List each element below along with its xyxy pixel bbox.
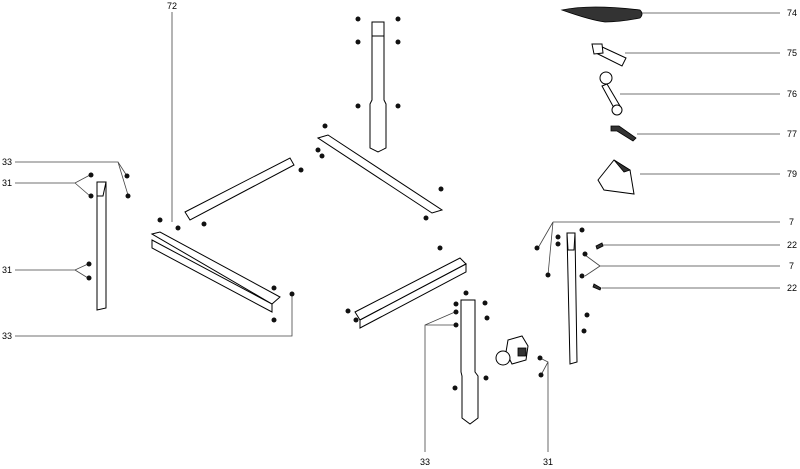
ring-wrench [599, 71, 623, 116]
callout-31-bottom: 31 [543, 457, 553, 467]
leg-right [566, 232, 578, 365]
callout-79: 79 [787, 169, 797, 179]
callout-7-lower: 7 [789, 261, 794, 271]
callout-72: 72 [167, 1, 177, 11]
callout-22-lower: 22 [787, 283, 797, 293]
float-trowel [560, 6, 643, 23]
rail-back-left [184, 157, 295, 221]
callout-77: 77 [787, 129, 797, 139]
open-wrench [591, 43, 627, 67]
hex-key [610, 125, 637, 142]
rail-front-left [150, 231, 281, 313]
leg-left [96, 181, 107, 311]
rail-front-right [354, 257, 467, 329]
callout-31-left-mid: 31 [2, 265, 12, 275]
clamp [495, 335, 529, 366]
callout-74: 74 [787, 8, 797, 18]
callout-33-bottom: 33 [420, 457, 430, 467]
rail-back-right [316, 134, 444, 214]
fasteners [86, 16, 604, 391]
leader-lines [15, 12, 780, 452]
callout-76: 76 [787, 89, 797, 99]
leg-top-center [369, 21, 387, 153]
leg-bottom-center [460, 299, 479, 425]
callout-33-left-top: 33 [2, 157, 12, 167]
callout-31-left-top: 31 [2, 178, 12, 188]
callout-22-upper: 22 [787, 240, 797, 250]
callout-7-upper: 7 [789, 217, 794, 227]
angle-guide [597, 159, 635, 195]
callout-33-left-bottom: 33 [2, 331, 12, 341]
callout-75: 75 [787, 48, 797, 58]
